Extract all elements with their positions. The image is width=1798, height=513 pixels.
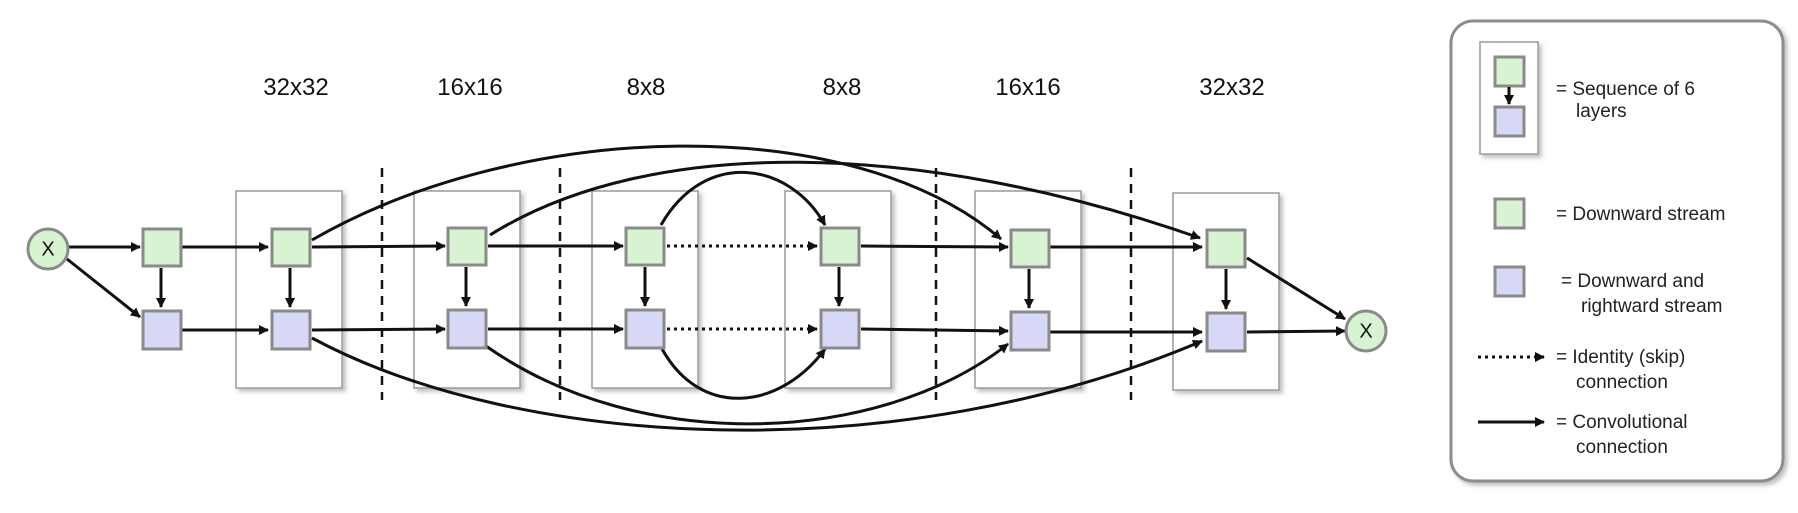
- output-label: X: [1359, 320, 1372, 342]
- downward-rightward-stream-node: [1205, 311, 1247, 353]
- downward-stream-node: [446, 226, 488, 267]
- bottom-arc-inner-conv-connection: [485, 342, 1009, 426]
- downward-stream-node: [1205, 228, 1247, 269]
- long-range-connections: [311, 144, 1203, 432]
- legend-sequence-label-line2: layers: [1576, 101, 1627, 122]
- downward-stream-nodes: [141, 226, 1247, 269]
- downward-rightward-stream-node: [446, 308, 488, 350]
- legend-downward-rightward-swatch: [1493, 265, 1526, 298]
- bottom-arc-outer-conv-connection: [311, 336, 1203, 432]
- bottom-conv-connection-2: [311, 324, 446, 335]
- legend-item-sequence: = Sequence of 6 layers: [1479, 41, 1695, 155]
- resolution-label-2: 16x16: [437, 74, 502, 101]
- resolution-label-5: 16x16: [995, 74, 1060, 101]
- legend-convolutional-label-line2: connection: [1576, 437, 1668, 458]
- legend-item-identity: = Identity (skip) connection: [1478, 347, 1685, 393]
- input-node: X: [26, 227, 70, 271]
- top-arc-center-conv-connection: [659, 171, 827, 226]
- legend: = Sequence of 6 layers = Downward stream…: [1449, 19, 1785, 483]
- downward-rightward-stream-node: [141, 309, 183, 351]
- downward-rightward-stream-nodes: [141, 308, 1247, 353]
- downward-stream-node: [270, 227, 312, 268]
- resolution-labels: 32x32 16x16 8x8 8x8 16x16 32x32: [263, 74, 1264, 101]
- top-conv-connection-2: [311, 241, 446, 252]
- downward-stream-node: [1009, 228, 1051, 269]
- legend-sequence-blue-icon: [1493, 105, 1526, 138]
- resolution-label-6: 32x32: [1199, 74, 1264, 101]
- output-node: X: [1344, 309, 1388, 353]
- input-to-bottom-conv-connection: [66, 257, 141, 319]
- resolution-label-1: 32x32: [263, 74, 328, 101]
- top-conv-connection-4: [860, 241, 1009, 252]
- legend-sequence-label-line1: = Sequence of 6: [1556, 79, 1695, 100]
- top-to-output-conv-connection: [1246, 256, 1346, 321]
- downward-rightward-stream-node: [624, 308, 666, 350]
- legend-item-downward-rightward: = Downward and rightward stream: [1493, 265, 1723, 317]
- legend-identity-label-line2: connection: [1576, 372, 1668, 393]
- input-label: X: [41, 238, 54, 260]
- legend-convolutional-label-line1: = Convolutional: [1556, 412, 1688, 433]
- downward-stream-node: [624, 226, 666, 267]
- downward-stream-node: [141, 227, 183, 268]
- downward-stream-node: [819, 226, 861, 267]
- legend-downward-rightward-label-line1: = Downward and: [1561, 271, 1704, 292]
- legend-identity-label-line1: = Identity (skip): [1556, 347, 1685, 368]
- resolution-label-3: 8x8: [627, 74, 666, 101]
- legend-downward-label: = Downward stream: [1556, 204, 1725, 225]
- legend-downward-swatch: [1493, 197, 1526, 230]
- downward-rightward-stream-node: [1009, 310, 1051, 352]
- legend-item-downward: = Downward stream: [1493, 197, 1725, 230]
- vertical-connections: [156, 267, 1231, 310]
- resolution-label-4: 8x8: [823, 74, 862, 101]
- legend-item-convolutional: = Convolutional connection: [1478, 412, 1688, 458]
- bottom-to-output-conv-connection: [1246, 326, 1346, 337]
- input-circle: [26, 227, 70, 271]
- bottom-conv-connection-4: [860, 325, 1009, 336]
- legend-sequence-green-icon: [1493, 55, 1526, 88]
- bottom-arc-center-conv-connection: [659, 346, 827, 400]
- straight-connections: [66, 241, 1346, 337]
- top-arc-inner-conv-connection: [489, 160, 1201, 240]
- downward-rightward-stream-node: [270, 309, 312, 351]
- top-arc-outer-conv-connection: [311, 144, 1002, 242]
- block-groups: [235, 190, 1280, 391]
- legend-downward-rightward-label-line2: rightward stream: [1581, 296, 1723, 317]
- downward-rightward-stream-node: [819, 308, 861, 350]
- output-circle: [1344, 309, 1388, 353]
